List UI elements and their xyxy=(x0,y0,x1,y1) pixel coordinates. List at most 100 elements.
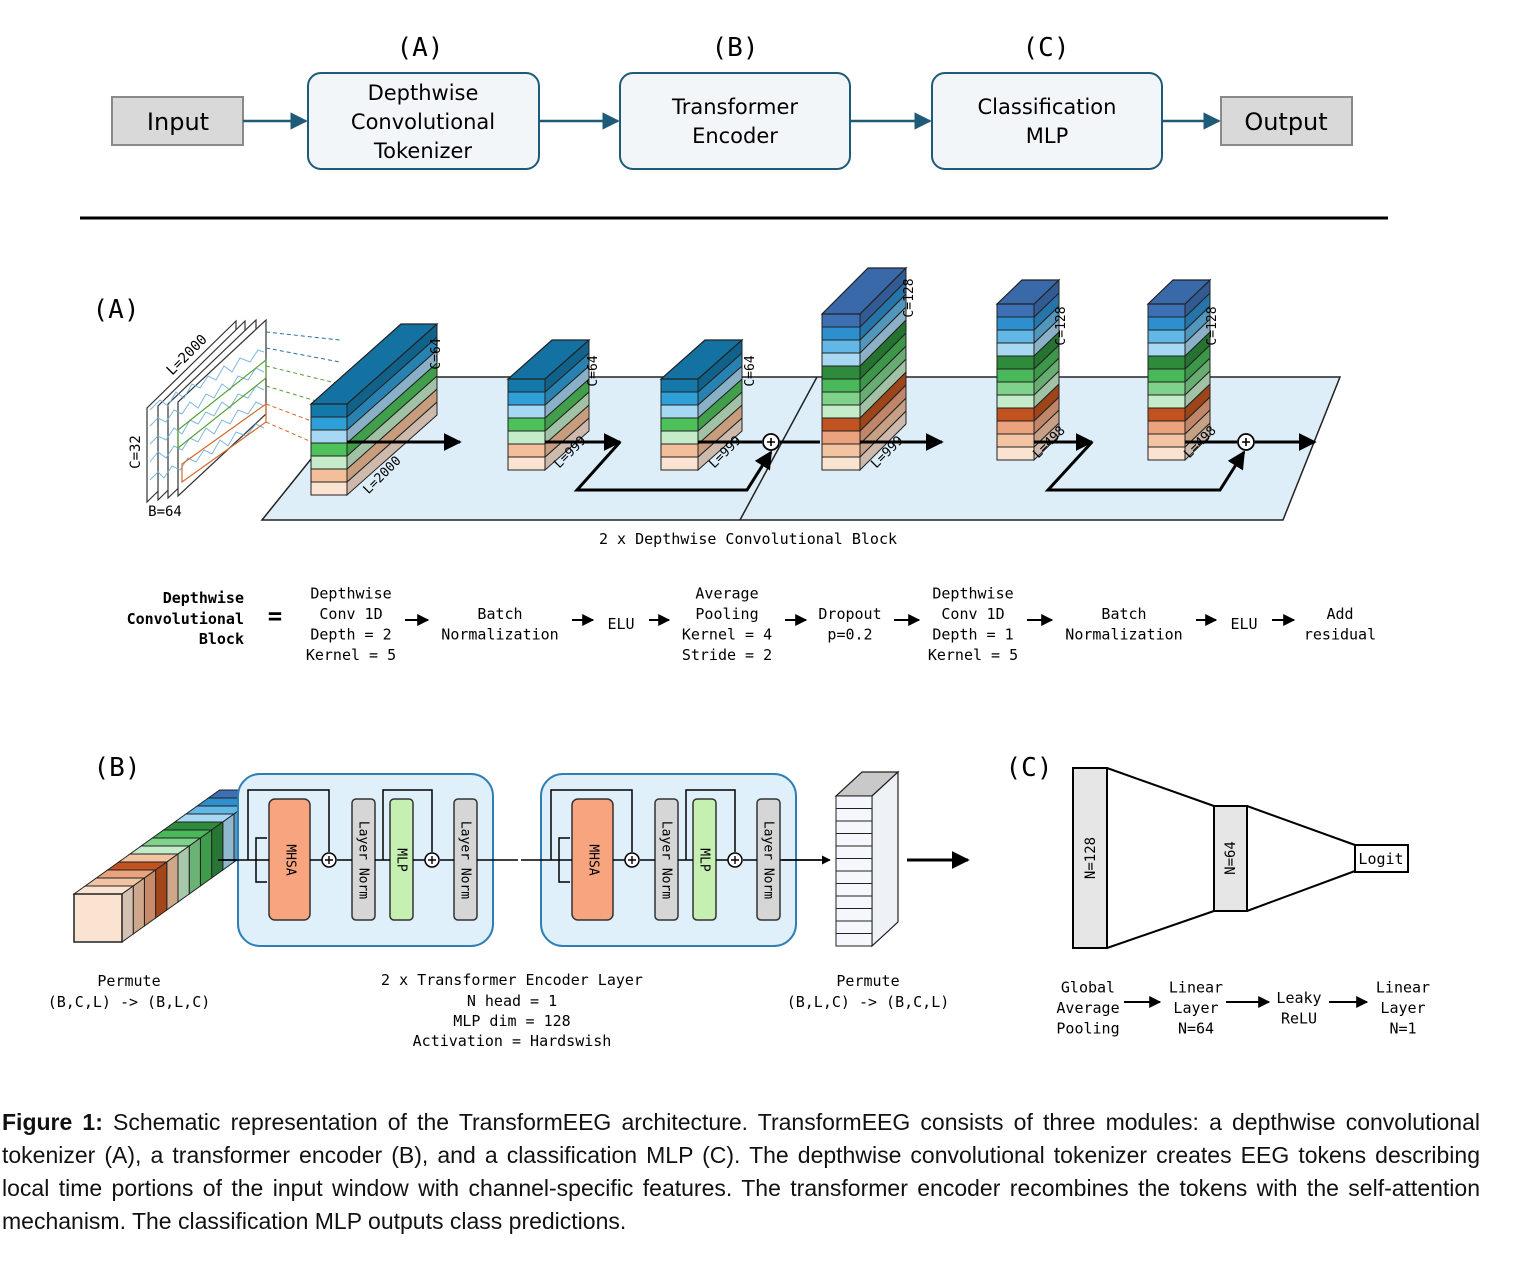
block-step-2-line: Batch xyxy=(477,605,522,623)
token-side xyxy=(188,837,201,895)
token-front xyxy=(73,893,123,943)
stack-cell xyxy=(310,416,348,431)
layer-64-label: N=64 xyxy=(1223,841,1239,875)
mlp-label: MLP xyxy=(697,848,712,872)
stack-cell xyxy=(507,430,546,445)
block-step-5-line: p=0.2 xyxy=(827,625,872,643)
section-a: (A) L=2000 C=32 B=64 xyxy=(93,266,1377,664)
stack-cell xyxy=(507,443,546,458)
stack-cell xyxy=(660,430,699,445)
plus-icon xyxy=(731,856,739,864)
stack-cell xyxy=(1147,394,1186,409)
stack-cell xyxy=(1147,342,1186,357)
stack-cell xyxy=(996,303,1035,318)
mlp-step-1-line: Pooling xyxy=(1056,1020,1119,1038)
stack-cell xyxy=(660,391,699,406)
stack-cell xyxy=(996,329,1035,344)
block-step-4-line: Stride = 2 xyxy=(682,646,772,664)
stack-top xyxy=(659,339,744,380)
layer-norm-label: Layer Norm xyxy=(458,821,473,899)
stack-cell xyxy=(507,417,546,432)
stack-cell xyxy=(310,403,348,418)
architecture-diagram: (A) (B) (C) Input Depthwise Convolutiona… xyxy=(48,33,1431,1050)
section-c-tag: (C) xyxy=(1006,753,1053,783)
module-a-line-1: Depthwise xyxy=(368,81,479,105)
out-stack-cell xyxy=(835,870,873,884)
stack-cell xyxy=(996,381,1035,396)
stack-cell xyxy=(996,420,1035,435)
block-step-1-line: Conv 1D xyxy=(319,605,382,623)
stack-cell xyxy=(1147,303,1186,318)
stack-channel-label: C=64 xyxy=(429,338,444,369)
block-step-1-line: Depthwise xyxy=(310,584,391,602)
stack-cell xyxy=(1147,329,1186,344)
figure-caption: Figure 1: Schematic representation of th… xyxy=(2,1106,1480,1238)
input-label: Input xyxy=(147,108,209,136)
mlp-step-1-line: Average xyxy=(1056,999,1119,1017)
stack-cell xyxy=(821,456,861,471)
block-step-5-line: Dropout xyxy=(818,605,881,623)
residual-add-1 xyxy=(762,433,780,451)
module-b-box xyxy=(619,72,851,170)
stack-cell xyxy=(821,443,861,458)
stack-cell xyxy=(821,391,861,406)
layer-norm-label: Layer Norm xyxy=(356,821,371,899)
mlp-step-4-line: Layer xyxy=(1380,999,1425,1017)
mlp-steps: GlobalAveragePoolingLinearLayerN=64Leaky… xyxy=(1056,979,1430,1038)
block-step-3-line: ELU xyxy=(607,615,634,633)
stack-cell xyxy=(996,446,1035,461)
stack-cell xyxy=(1147,368,1186,383)
stack-cell xyxy=(660,456,699,471)
module-c-line-2: MLP xyxy=(1026,124,1068,148)
stack-cell xyxy=(1147,446,1186,461)
stack-cell xyxy=(1147,316,1186,331)
encoder-text-3: MLP dim = 128 xyxy=(453,1012,570,1030)
encoder-text-2: N head = 1 xyxy=(467,992,557,1010)
token-side xyxy=(166,853,179,911)
stack-cell xyxy=(310,442,348,457)
block-definition: Depthwise Convolutional Block = Depthwis… xyxy=(127,584,1377,664)
stack-cell xyxy=(1147,420,1186,435)
mhsa-label: MHSA xyxy=(283,844,298,875)
stack-cell xyxy=(660,417,699,432)
out-stack-cell xyxy=(835,908,873,922)
block-step-1-line: Depth = 2 xyxy=(310,625,391,643)
stack-cell xyxy=(1147,381,1186,396)
layer-norm-label: Layer Norm xyxy=(659,821,674,899)
encoder-text-1: 2 x Transformer Encoder Layer xyxy=(381,971,643,989)
module-b-tag: (B) xyxy=(712,33,759,63)
block-step-4-line: Pooling xyxy=(695,605,758,623)
mlp-step-3-line: ReLU xyxy=(1281,1009,1317,1027)
eeg-input-frames: L=2000 C=32 B=64 xyxy=(128,318,341,520)
stack-cell xyxy=(821,404,861,419)
block-step-6-line: Kernel = 5 xyxy=(928,646,1018,664)
output-label: Output xyxy=(1244,108,1327,136)
stack-cell xyxy=(996,342,1035,357)
mlp-step-2-line: Layer xyxy=(1173,999,1218,1017)
mlp-step-4-line: N=1 xyxy=(1389,1020,1416,1038)
stack-cell xyxy=(507,456,546,471)
stack-cell xyxy=(660,443,699,458)
input-channels-label: C=32 xyxy=(128,435,144,469)
feature-stack-2: C=64L=999 xyxy=(506,338,601,472)
token-side xyxy=(199,829,213,887)
permuted-output-stack xyxy=(834,770,900,948)
layer-64-bar xyxy=(1213,805,1248,912)
feature-stacks: C=64L=2000C=64L=999C=64L=999C=128L=999C=… xyxy=(309,266,1220,497)
stack-cell xyxy=(310,468,348,483)
out-stack-cell xyxy=(835,895,873,909)
stack-top xyxy=(506,339,591,380)
out-stack-cell xyxy=(835,858,873,872)
stack-cell xyxy=(821,417,861,432)
token-side xyxy=(222,813,235,871)
pipeline-overview: (A) (B) (C) Input Depthwise Convolutiona… xyxy=(111,33,1353,170)
block-repeat-label: 2 x Depthwise Convolutional Block xyxy=(599,530,897,548)
section-c: (C) N=128 N=64 Logit GlobalAveragePoolin… xyxy=(1006,753,1431,1038)
module-a-tag: (A) xyxy=(397,33,444,63)
token-side xyxy=(177,845,190,903)
stack-channel-label: C=64 xyxy=(586,355,601,386)
